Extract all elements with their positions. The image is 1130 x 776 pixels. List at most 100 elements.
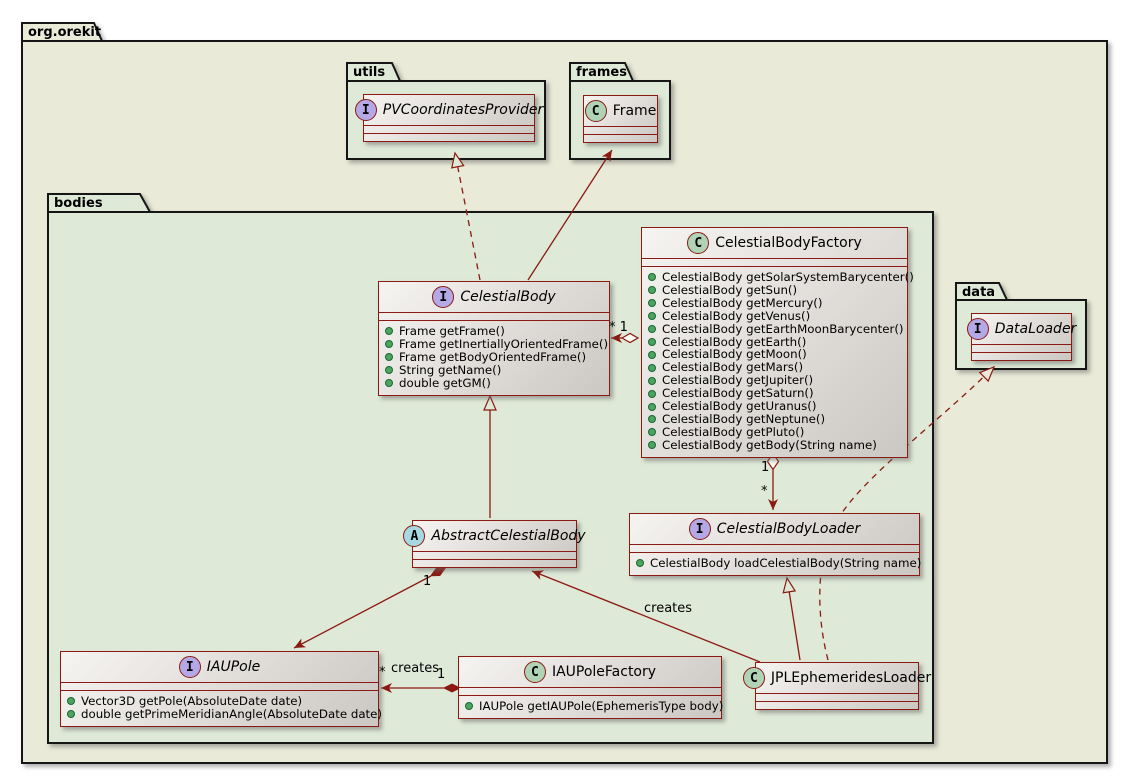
class-header: A AbstractCelestialBody (403, 521, 586, 551)
method-row: CelestialBody getMars() (648, 361, 899, 374)
fields-compartment (630, 544, 919, 552)
method-label: CelestialBody getSaturn() (662, 386, 814, 401)
abstract-class-icon: A (403, 525, 426, 547)
class-header: I IAUPole (61, 652, 378, 682)
class-header: C IAUPoleFactory (459, 657, 721, 687)
package-label-bodies: bodies (54, 196, 103, 211)
method-label: CelestialBody getNeptune() (662, 411, 826, 426)
public-visibility-icon (648, 325, 656, 334)
methods-compartment: IAUPole getIAUPole(EphemerisType body) (459, 695, 723, 718)
method-row: CelestialBody getNeptune() (648, 413, 899, 426)
method-label: CelestialBody loadCelestialBody(String n… (650, 556, 922, 570)
method-row: Frame getBodyOrientedFrame() (385, 349, 601, 364)
method-row: IAUPole getIAUPole(EphemerisType body) (465, 700, 723, 713)
method-label: String getName() (399, 362, 502, 377)
public-visibility-icon (648, 286, 656, 295)
class-icon: C (742, 667, 765, 689)
method-row: CelestialBody getEarthMoonBarycenter() (648, 322, 904, 336)
class-header: C JPLEphemeridesLoader (742, 663, 931, 693)
public-visibility-icon (636, 559, 644, 568)
method-row: CelestialBody getPluto() (648, 425, 899, 439)
public-visibility-icon (648, 273, 656, 282)
method-label: CelestialBody getSun() (662, 282, 798, 297)
method-label: Vector3D getPole(AbsoluteDate date) (81, 694, 303, 708)
class-name: IAUPole (206, 659, 261, 675)
multiplicity-label-abstract-iaupole: 1 (423, 574, 432, 589)
class-celestialbodyfactory: C CelestialBodyFactory CelestialBody get… (641, 227, 914, 458)
method-label: CelestialBody getVenus() (662, 308, 811, 323)
association-celestialbody-frame (527, 149, 613, 281)
fields-compartment (413, 551, 576, 559)
multiplicity-label-iaupolefactory-1: 1 (437, 667, 446, 682)
class-header: I CelestialBodyLoader (630, 514, 919, 544)
method-row: CelestialBody getVenus() (648, 308, 899, 323)
fields-compartment (61, 682, 378, 690)
method-row: Frame getFrame() (385, 325, 601, 338)
method-label: CelestialBody getMars() (662, 360, 804, 375)
method-label: Frame getFrame() (399, 324, 505, 338)
method-row: CelestialBody loadCelestialBody(String n… (636, 557, 921, 570)
methods-compartment (584, 134, 657, 142)
class-celestialbody: I CelestialBody Frame getFrame()Frame ge… (378, 281, 610, 396)
public-visibility-icon (648, 441, 656, 450)
class-name: AbstractCelestialBody (431, 528, 586, 544)
method-label: CelestialBody getMercury() (662, 295, 823, 310)
class-header: I CelestialBody (379, 282, 609, 312)
method-row: CelestialBody getSun() (648, 284, 899, 297)
interface-icon: I (178, 656, 201, 678)
public-visibility-icon (385, 327, 393, 336)
class-header: I DataLoader (966, 314, 1076, 344)
public-visibility-icon (385, 379, 393, 388)
public-visibility-icon (648, 389, 656, 398)
class-frame: C Frame (583, 95, 658, 143)
public-visibility-icon (648, 350, 656, 359)
methods-compartment: Frame getFrame()Frame getInertiallyOrien… (379, 320, 609, 395)
class-icon: C (687, 232, 710, 254)
method-row: CelestialBody getSaturn() (648, 387, 899, 400)
methods-compartment (972, 352, 1071, 360)
methods-compartment: CelestialBody loadCelestialBody(String n… (630, 552, 921, 575)
method-label: CelestialBody getSolarSystemBarycenter() (662, 270, 914, 284)
fields-compartment (584, 126, 657, 134)
public-visibility-icon (385, 353, 393, 362)
multiplicity-label-factory-loader-star: * (761, 484, 768, 499)
method-row: CelestialBody getBody(String name) (648, 437, 899, 452)
edge-label-iaupolefactory-creates: creates (391, 661, 440, 676)
interface-icon: I (966, 318, 989, 340)
method-row: double getGM() (385, 376, 601, 390)
class-name: CelestialBodyLoader (716, 521, 861, 537)
public-visibility-icon (385, 366, 393, 375)
class-name: PVCoordinatesProvider (382, 102, 544, 118)
method-label: Frame getInertiallyOrientedFrame() (399, 336, 609, 351)
interface-icon: I (688, 518, 711, 540)
fields-compartment (972, 344, 1071, 352)
method-label: CelestialBody getMoon() (662, 347, 807, 362)
method-label: CelestialBody getBody(String name) (662, 437, 877, 452)
class-celestialbodyloader: I CelestialBodyLoader CelestialBody load… (629, 513, 921, 576)
fields-compartment (642, 258, 907, 266)
fields-compartment (364, 125, 534, 133)
multiplicity-label-factory-loader-1: 1 (761, 460, 770, 475)
public-visibility-icon (648, 299, 656, 308)
class-dataloader: I DataLoader (966, 313, 1076, 361)
method-label: Frame getBodyOrientedFrame() (399, 349, 587, 364)
public-visibility-icon (648, 415, 656, 424)
method-label: CelestialBody getEarth() (662, 334, 807, 349)
public-visibility-icon (67, 697, 75, 706)
method-row: CelestialBody getUranus() (648, 400, 899, 413)
class-icon: C (523, 661, 546, 683)
composition-abstract-iaupole (293, 575, 432, 649)
method-row: CelestialBody getJupiter() (648, 374, 899, 387)
interface-icon: I (432, 286, 455, 308)
class-iaupole: I IAUPole Vector3D getPole(AbsoluteDate … (60, 651, 382, 727)
methods-compartment: CelestialBody getSolarSystemBarycenter()… (642, 266, 914, 457)
public-visibility-icon (465, 702, 473, 711)
interface-icon: I (354, 99, 377, 121)
method-row: Vector3D getPole(AbsoluteDate date) (67, 695, 370, 708)
multiplicity-label-iaupole-star: * (379, 665, 386, 680)
fields-compartment (459, 687, 721, 695)
method-row: Frame getInertiallyOrientedFrame() (385, 338, 608, 351)
class-pvcoordinatesprovider: I PVCoordinatesProvider (354, 94, 543, 142)
method-label: CelestialBody getJupiter() (662, 373, 814, 388)
class-header: C Frame (584, 96, 657, 126)
